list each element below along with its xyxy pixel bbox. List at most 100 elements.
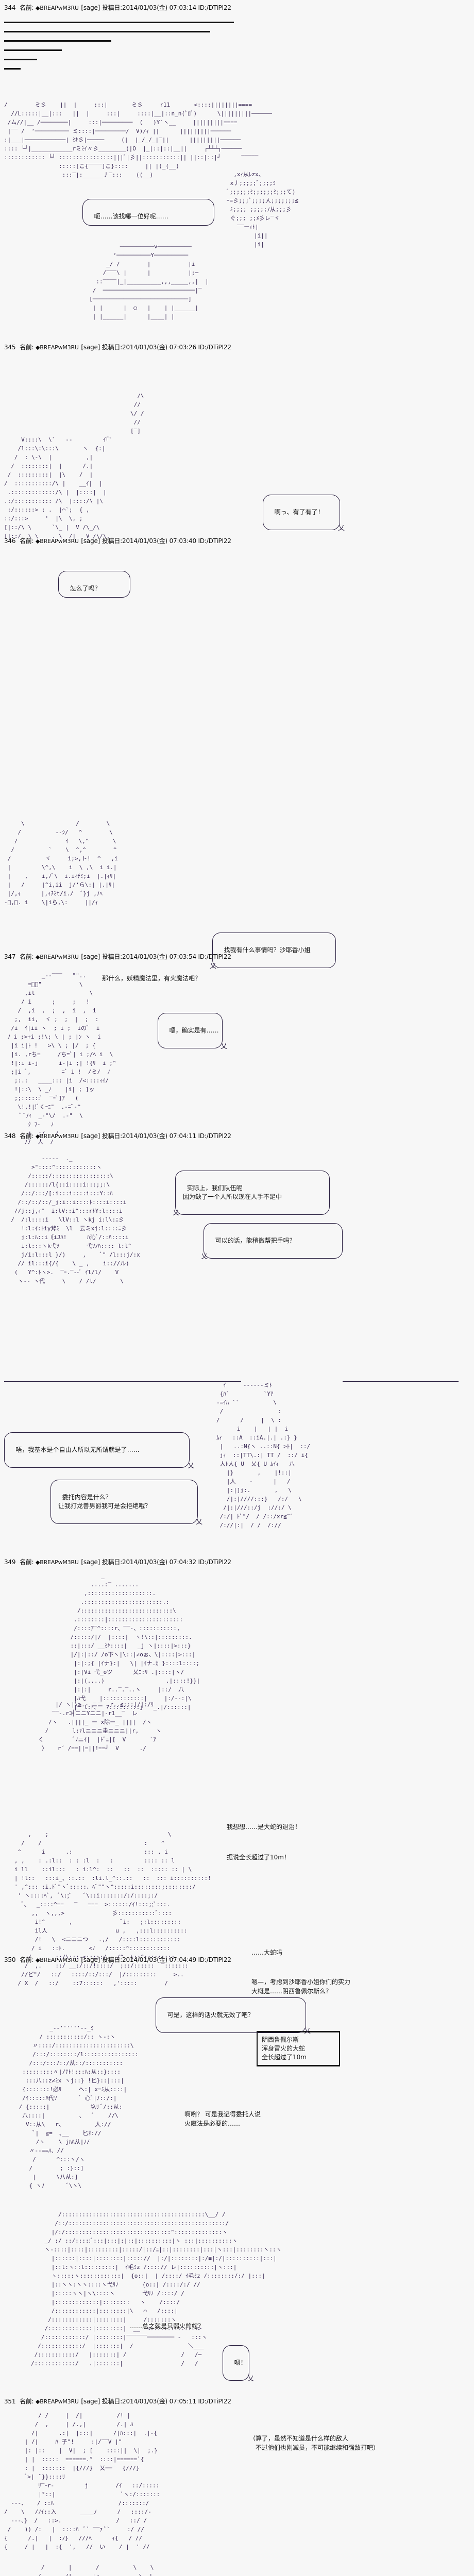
bubble-tail-icon: 乂	[173, 1209, 180, 1217]
dialogue-line: ……总之就是只弱火的蛇？	[130, 2323, 205, 2330]
dialogue-line: 那什么，妖精魔法里，有火魔法吧？	[102, 975, 201, 982]
dialogue-line: （算了，虽然不知道是什么样的敌人 不过他们也刚减员，不可能继续和强敌打吧）	[249, 2435, 380, 2451]
rule-1	[4, 22, 234, 23]
divider-line-right	[343, 1381, 459, 1382]
name-label: 名前:	[19, 1956, 34, 1963]
post-time: 07:05:11	[169, 2398, 196, 2405]
speech-bubble: 实际上，我们队伍呢 因为缺了一个人所以现在人手不足中 乂	[173, 1171, 330, 1217]
speech-bubble: 可是，这样的话火就无效了吧？ 乂	[156, 1997, 311, 2035]
poster-id[interactable]: ID:/DTiPI22	[198, 1956, 231, 1963]
poster-id[interactable]: ID:/DTiPI22	[198, 1132, 231, 1140]
date-label: 投稿日:	[101, 4, 123, 11]
date-label: 投稿日:	[101, 1558, 123, 1566]
ascii-art-tree: ,xｨ从ﾚzx、 x丿;;;;;ﾞ;;;;ﾐ ﾞ;;;;;;ﾐ;;;;;;ﾐ;;…	[227, 171, 298, 248]
author-name[interactable]: ◆BREAPwM3RU	[36, 1559, 79, 1566]
post-time: 07:04:11	[169, 1132, 196, 1140]
post-number: 349	[4, 1558, 16, 1566]
speech-bubble: 唔，我基本是个自由人所以无所谓就是了…… 乂	[4, 1432, 194, 1470]
poster-id[interactable]: ID:/DTiPI22	[198, 537, 231, 545]
ascii-art-room-scene: / ミ彡 || | :::| ミ彡 r11 <::::||||||||==== …	[4, 101, 272, 178]
ascii-art-character-351b: / | / \ \ / /| |ヽ \ | | /_| | |-\ | | | …	[38, 2564, 154, 2576]
dialogue-text: 怎么了吗？	[70, 585, 101, 592]
name-label: 名前:	[19, 953, 34, 960]
mail-field: [sage]	[81, 344, 100, 351]
post-header-350: 350 名前: ◆BREAPwM3RU [sage] 投稿日:2014/01/0…	[4, 1956, 231, 1964]
author-name[interactable]: ◆BREAPwM3RU	[36, 2398, 79, 2405]
author-name[interactable]: ◆BREAPwM3RU	[36, 1957, 79, 1963]
speech-bubble: 嗯，确实是有…… 乂	[158, 1013, 227, 1050]
poster-id[interactable]: ID:/DTiPI22	[198, 2398, 231, 2405]
poster-id[interactable]: ID:/DTiPI22	[198, 953, 231, 960]
bubble-tail-icon: 乂	[303, 2027, 311, 2035]
post-number: 345	[4, 344, 16, 351]
post-date: 2014/01/03(金)	[122, 1558, 167, 1566]
poster-id[interactable]: ID:/DTiPI22	[198, 4, 231, 11]
ascii-art-character-346: \ / \ / --ｼ/ ^ \ / ｲ \,^ \ / ` \ ^,^ ^ /…	[4, 820, 118, 906]
dialogue-line: ……大蛇吗	[251, 1949, 283, 1956]
dialogue-text: 委托内容是什么？ 让我打龙兽男爵我可是会拒绝哦？	[58, 1494, 151, 1510]
post-number: 351	[4, 2398, 16, 2405]
name-label: 名前:	[19, 2398, 34, 2405]
post-time: 07:03:26	[169, 344, 196, 351]
mail-field: [sage]	[81, 1558, 100, 1566]
author-name[interactable]: ◆BREAPwM3RU	[36, 1133, 79, 1140]
post-number: 344	[4, 4, 16, 11]
ascii-art-character-350: _-‐''''''‐-_ﾐ / :::::::::::/:: ヽ-:ヽ 〃:::…	[19, 2025, 139, 2189]
post-date: 2014/01/03(金)	[122, 1956, 167, 1963]
author-name[interactable]: ◆BREAPwM3RU	[36, 5, 79, 11]
post-header-351: 351 名前: ◆BREAPwM3RU [sage] 投稿日:2014/01/0…	[4, 2398, 231, 2405]
date-label: 投稿日:	[101, 953, 123, 960]
post-date: 2014/01/03(金)	[122, 1132, 167, 1140]
dialogue-text: 可是，这样的话火就无效了吧？	[167, 2011, 254, 2019]
rule-5	[4, 59, 37, 60]
rule-2	[4, 31, 210, 32]
speech-bubble: 委托内容是什么？ 让我打龙兽男爵我可是会拒绝哦？ 乂	[50, 1480, 202, 1526]
post-date: 2014/01/03(金)	[122, 953, 167, 960]
ascii-art-character-345: /\ // \/ / // [‾] V::::\ \` -- ｲ｢`	[4, 393, 144, 539]
post-date: 2014/01/03(金)	[122, 4, 167, 11]
post-number: 350	[4, 1956, 16, 1963]
date-label: 投稿日:	[101, 1132, 123, 1140]
dialogue-line: 嗯—，考虑到沙耶香小姐你们的实力 大概是……阴西鲁佩尔斯么？	[251, 1978, 351, 1995]
mail-field: [sage]	[81, 953, 100, 960]
dialogue-line: 我想想……是大蛇的退治！	[227, 1823, 301, 1831]
bubble-tail-icon: 乂	[195, 1518, 202, 1526]
ascii-art-desk: ──────────v────────── ‘──────────Y──────…	[89, 243, 209, 320]
post-header-348: 348 名前: ◆BREAPwM3RU [sage] 投稿日:2014/01/0…	[4, 1132, 231, 1140]
ascii-art-character-349: _ ....:‾ ....... ,:::::::::::::::::::. .…	[70, 1572, 200, 1710]
dialogue-text: 啊っ、有了有了！	[274, 509, 324, 516]
post-number: 348	[4, 1132, 16, 1140]
ascii-art-character-347: _-‐‾‾‾ "".. =ﾞﾞ" \ ,il \ / i ; ; ! / ,i …	[7, 972, 116, 1145]
date-label: 投稿日:	[101, 537, 123, 545]
name-label: 名前:	[19, 344, 34, 351]
post-time: 07:04:49	[169, 1956, 196, 1963]
post-number: 347	[4, 953, 16, 960]
poster-id[interactable]: ID:/DTiPI22	[198, 344, 231, 351]
author-name[interactable]: ◆BREAPwM3RU	[36, 344, 79, 351]
post-header-347: 347 名前: ◆BREAPwM3RU [sage] 投稿日:2014/01/0…	[4, 953, 231, 961]
author-name[interactable]: ◆BREAPwM3RU	[36, 538, 79, 545]
dialogue-text: 嗯，确实是有……	[169, 1027, 219, 1034]
bubble-tail-icon: 乂	[201, 1253, 208, 1261]
rule-4	[4, 49, 62, 51]
dialogue-text: 实际上，我们队伍呢 因为缺了一个人所以现在人手不足中	[183, 1184, 282, 1200]
bubble-tail-icon: 乂	[247, 2375, 254, 2383]
dialogue-text: 可以的话，能稍微帮把手吗？	[215, 1237, 296, 1244]
dialogue-text: 呃……该找哪一位好呢……	[94, 213, 168, 220]
rule-6	[4, 68, 21, 70]
poster-id[interactable]: ID:/DTiPI22	[198, 1558, 231, 1566]
author-name[interactable]: ◆BREAPwM3RU	[36, 954, 79, 960]
info-box: 阴西鲁佩尔斯 浑身冒火的大蛇 全长超过了10m	[257, 2031, 340, 2066]
date-label: 投稿日:	[101, 2398, 123, 2405]
post-date: 2014/01/03(金)	[122, 537, 167, 545]
ascii-art-character-348: -‐‐‐- ._ >"::::^::::::::::::ヽ /:::::/:::…	[11, 1155, 140, 1284]
rule-3	[4, 40, 111, 42]
mail-field: [sage]	[81, 2398, 100, 2405]
mail-field: [sage]	[81, 4, 100, 11]
ascii-art-character-349b: |/ ヽ|\≧.- ニニ .r..≦:::|/|:/ﾘ ‾‾-.rｺ┤ニニYニニ…	[38, 1701, 162, 1752]
post-date: 2014/01/03(金)	[122, 344, 167, 351]
post-date: 2014/01/03(金)	[122, 2398, 167, 2405]
bubble-tail-icon: 乂	[220, 1043, 227, 1050]
speech-bubble: 呃……该找哪一位好呢……	[82, 199, 214, 226]
name-label: 名前:	[19, 1132, 34, 1140]
